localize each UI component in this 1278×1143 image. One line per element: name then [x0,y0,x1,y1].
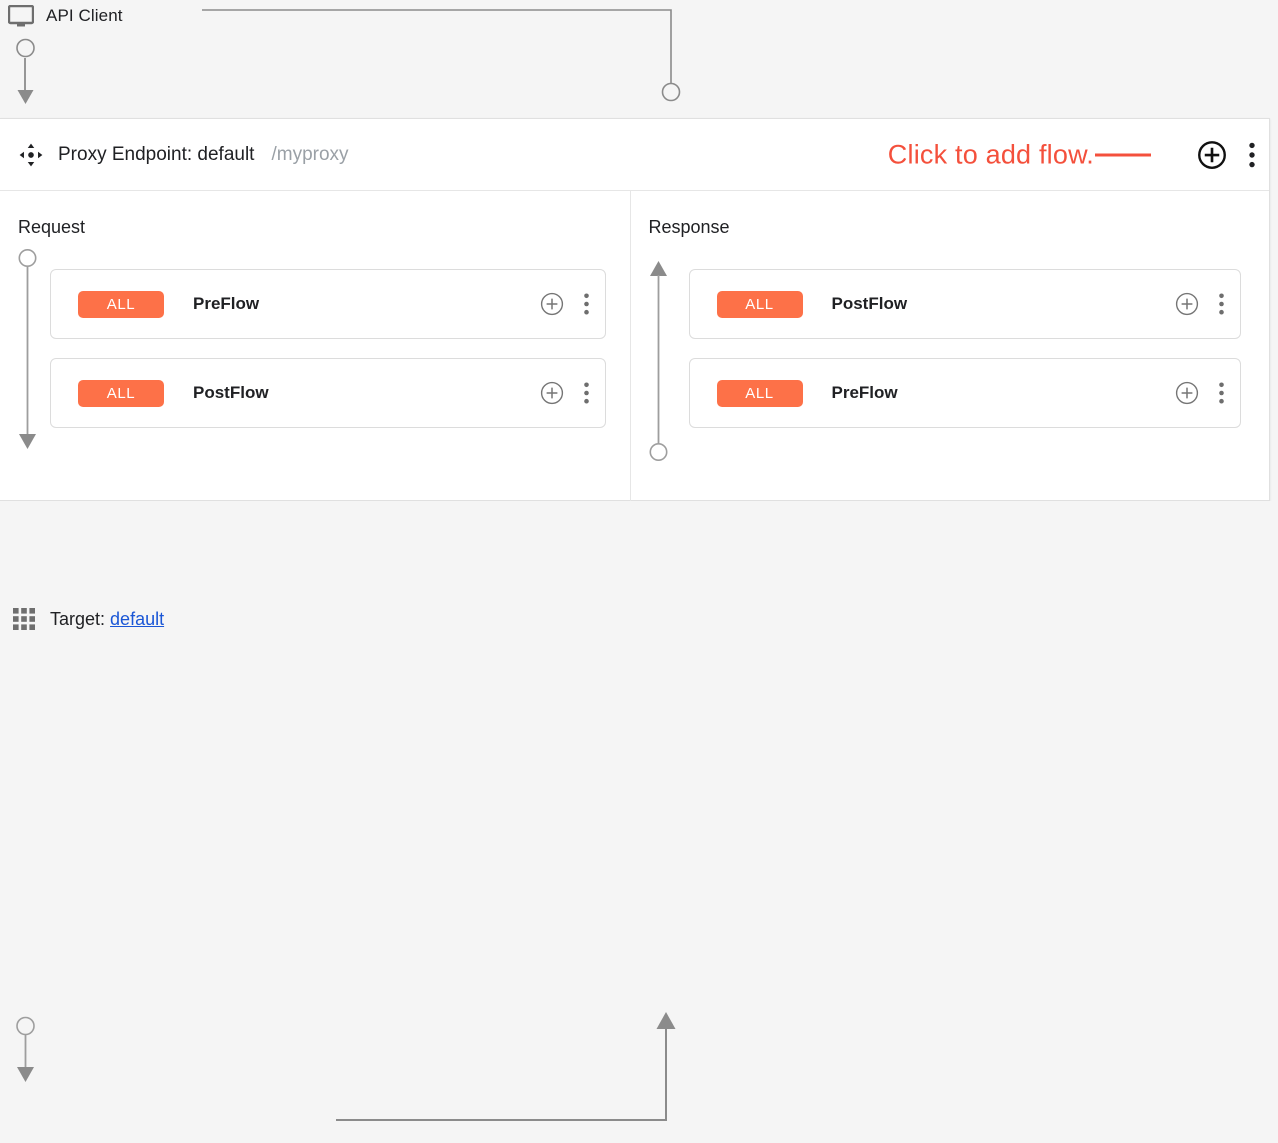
flow-card-actions [540,292,589,316]
request-column: Request ALL PreFlow [0,191,631,501]
target-label: Target: default [50,609,164,630]
flow-menu-button[interactable] [1219,382,1224,404]
flow-card-actions [1175,381,1224,405]
add-step-button[interactable] [1175,381,1199,405]
proxy-endpoint-header[interactable]: Proxy Endpoint: default /myproxy Click t… [0,119,1269,191]
add-step-button[interactable] [1175,292,1199,316]
flow-condition-badge: ALL [716,379,803,407]
flow-card[interactable]: ALL PreFlow [688,358,1241,428]
add-flow-button[interactable] [1197,140,1227,170]
flow-card[interactable]: ALL PostFlow [50,358,606,428]
target-node[interactable]: Target: default [12,604,164,634]
flow-name: PreFlow [193,294,260,313]
request-column-title: Request [18,217,86,237]
flow-name: PostFlow [193,383,269,402]
request-flow-list: ALL PreFlow [50,269,606,447]
flow-card[interactable]: ALL PostFlow [688,269,1241,339]
endpoint-to-target-connector [16,1012,676,1121]
annotation-text: Click to add flow. [887,139,1094,169]
proxy-endpoint-panel: Proxy Endpoint: default /myproxy Click t… [0,118,1270,501]
flow-card-actions [1175,292,1224,316]
flow-menu-button[interactable] [1219,293,1224,315]
response-column-title: Response [648,217,730,237]
add-step-button[interactable] [540,292,564,316]
flow-columns: Request ALL PreFlow [0,191,1269,501]
response-flow-list: ALL PostFlow [688,269,1241,447]
api-client-label: API Client [46,6,123,25]
response-column: Response ALL PostFlow [631,191,1270,501]
monitor-icon [8,5,34,27]
target-name-link[interactable]: default [110,608,165,629]
api-client-node: API Client [8,2,123,30]
proxy-endpoint-title: Proxy Endpoint: default [58,143,255,165]
flow-card[interactable]: ALL PreFlow [50,269,606,339]
request-flow-direction-rail [18,249,37,459]
flow-menu-button[interactable] [583,293,589,315]
flow-name: PostFlow [831,294,908,313]
client-band: API Client [0,0,1278,118]
move-handle-icon[interactable] [18,142,44,168]
annotation-pointer-line [1095,153,1151,156]
endpoint-header-actions [1197,140,1255,170]
proxy-endpoint-basepath: /myproxy [271,143,349,165]
flow-menu-button[interactable] [583,382,589,404]
add-flow-annotation: Click to add flow. [888,141,1151,168]
apps-grid-icon [13,608,35,630]
flow-condition-badge: ALL [78,379,164,407]
flow-name: PreFlow [831,383,898,402]
target-band [0,501,1278,1121]
endpoint-menu-button[interactable] [1249,142,1255,168]
response-flow-direction-rail [649,249,667,462]
flow-condition-badge: ALL [78,290,164,318]
client-to-endpoint-connector [16,9,681,104]
target-label-text: Target: [50,608,106,629]
flow-card-actions [540,381,589,405]
flow-condition-badge: ALL [716,290,803,318]
add-step-button[interactable] [540,381,564,405]
